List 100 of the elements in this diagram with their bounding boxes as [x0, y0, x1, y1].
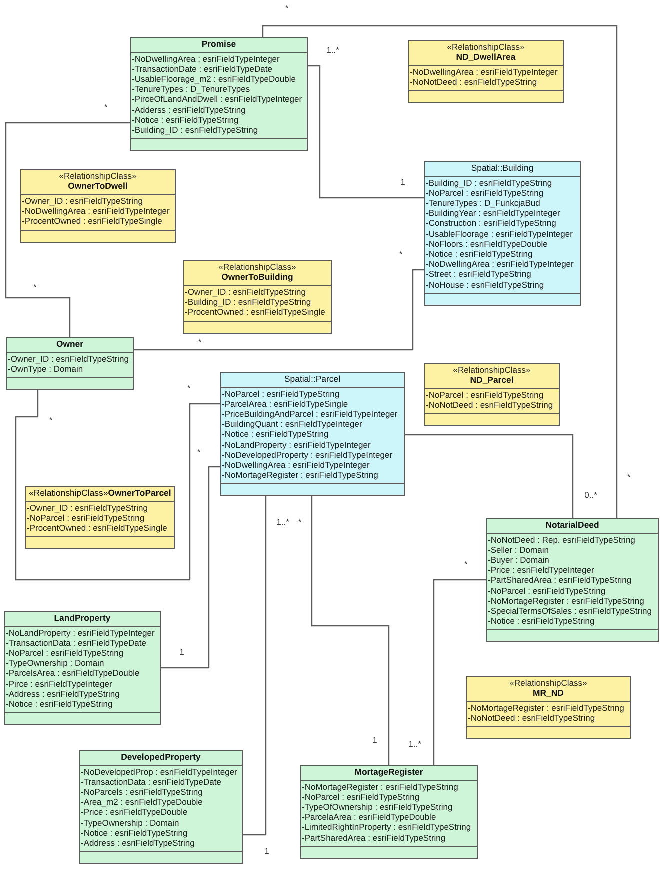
multiplicity-label: * [197, 447, 201, 457]
multiplicity-label: * [627, 472, 631, 482]
attribute-text: -NoFloors : esriFieldTypeDouble [426, 238, 548, 250]
attribute-text: -TypeOfOwnership : esriFieldTypeString [302, 802, 454, 812]
uml-class [25, 486, 176, 550]
attribute-text: -NoParcel : esriFieldTypeString [6, 648, 125, 658]
attribute-text: -TransactionData : esriFieldTypeDate [6, 638, 146, 648]
class-name: Promise [200, 39, 238, 50]
attribute-text: -Building_ID : esriFieldTypeString [185, 297, 312, 308]
class-name: MR_ND [532, 688, 565, 699]
stereotype-label: «RelationshipClass» [508, 678, 588, 688]
attribute-text: -SpecialTermsOfSales : esriFieldTypeString [488, 606, 653, 616]
uml-class [220, 372, 405, 496]
attribute-text: -NoDwellingArea : esriFieldTypeInteger [410, 67, 559, 78]
multiplicity-label: * [104, 102, 108, 112]
class-name: ND_DwellArea [455, 52, 517, 63]
multiplicity-label: 1 [264, 846, 270, 856]
attribute-text: -UsableFloorage_m2 : esriFieldTypeDouble [132, 74, 297, 84]
class-name: OwnerToDwell [67, 181, 129, 192]
attribute-text: -ProcentOwned : esriFieldTypeSingle [22, 216, 164, 227]
attribute-text: -Owner_ID : esriFieldTypeString [27, 502, 149, 513]
attribute-text: -Price : esriFieldTypeInteger [488, 565, 596, 576]
attribute-text: -TenureTypes : D_TenureTypes [132, 84, 252, 94]
attribute-text: -ProcentOwned : esriFieldTypeSingle [27, 523, 168, 534]
attribute-text: -Adderss : esriFieldTypeString [132, 104, 247, 115]
multiplicity-label: * [399, 249, 403, 259]
attribute-text: -TypeOwnership : Domain [81, 818, 180, 828]
uml-class [79, 750, 243, 864]
attribute-text: -TypeOwnership : Domain [6, 658, 106, 668]
attribute-text: -ParcelsArea : esriFieldTypeDouble [6, 668, 141, 679]
multiplicity-label: * [33, 282, 37, 292]
stereotype-label: «RelationshipClass» [446, 42, 526, 52]
attribute-text: -NoHouse : esriFieldTypeString [426, 280, 546, 290]
attribute-text: -Notice : esriFieldTypeString [488, 616, 596, 626]
class-name: Owner [55, 339, 85, 350]
attribute-text: -NoParcel : esriFieldTypeString [488, 586, 607, 596]
attribute-text: -NoMortageRegister : esriFieldTypeString [468, 703, 626, 714]
attribute-text: -TransactionData : esriFieldTypeDate [81, 776, 222, 787]
attribute-text: -UsableFloorage : esriFieldTypeInteger [426, 228, 574, 239]
attribute-text: -NoParcel : esriFieldTypeString [302, 792, 420, 802]
class-name: LandProperty [53, 613, 112, 624]
attribute-text: -NoLandProperty : esriFieldTypeInteger [6, 628, 156, 638]
multiplicity-label: * [464, 559, 468, 569]
attribute-text: -Address : esriFieldTypeString [6, 688, 121, 700]
multiplicity-label: 1..* [408, 739, 422, 749]
association-line [15, 390, 220, 581]
multiplicity-label: 1 [400, 177, 406, 187]
attribute-text: -BuildingQuant : esriFieldTypeInteger [222, 419, 364, 430]
multiplicity-label: 1..* [276, 517, 290, 527]
class-name: NotarialDeed [544, 520, 600, 531]
class-name: Spatial::Building [470, 163, 535, 174]
attribute-text: -Area_m2 : esriFieldTypeDouble [81, 797, 204, 808]
multiplicity-label: * [198, 337, 202, 347]
attribute-text: -Building_ID : esriFieldTypeString [426, 178, 554, 188]
association-line [405, 434, 574, 518]
attribute-text: -NoLandProperty : esriFieldTypeInteger [222, 440, 372, 450]
multiplicity-label: * [49, 415, 53, 425]
attribute-text: -NoParcels : esriFieldTypeString [81, 787, 204, 798]
attribute-text: -Notice : esriFieldTypeString [426, 249, 534, 260]
attribute-text: -NoDwellingArea : esriFieldTypeInteger [222, 460, 371, 470]
uml-class [424, 363, 560, 426]
class-name: DevelopedProperty [120, 752, 202, 763]
association-line [134, 269, 424, 351]
association-line [243, 496, 267, 836]
attribute-text: -Notice : esriFieldTypeString [222, 429, 330, 440]
uml-class [408, 40, 564, 104]
attribute-text: -NoMortageRegister : esriFieldTypeString [488, 596, 646, 606]
attribute-text: -Notice : esriFieldTypeString [6, 699, 114, 710]
attribute-text: -ProcentOwned : esriFieldTypeSingle [185, 307, 326, 318]
class-name: ND_Parcel [469, 375, 515, 386]
uml-class [466, 676, 631, 740]
attribute-text: -TransactionDate : esriFieldTypeDate [132, 64, 272, 74]
class-name: Spatial::Parcel [283, 374, 342, 385]
attribute-text: -NoNotDeed : esriFieldTypeString [426, 400, 554, 410]
attribute-text: -Buyer : Domain [488, 555, 550, 566]
multiplicity-label: * [298, 517, 302, 527]
attribute-text: -Street : esriFieldTypeString [426, 269, 532, 280]
attribute-text: -Owner_ID : esriFieldTypeString [22, 196, 144, 206]
association-line [433, 579, 486, 765]
attribute-text: -Address : esriFieldTypeString [81, 838, 196, 848]
multiplicity-label: * [187, 383, 191, 393]
attribute-text: -PartSharedArea : esriFieldTypeString [488, 575, 633, 586]
attribute-text: -NoDwellingArea : esriFieldTypeInteger [22, 206, 171, 216]
multiplicity-label: 1..* [326, 45, 340, 55]
uml-class [20, 169, 176, 243]
stereotype-label: «RelationshipClass» [58, 171, 138, 182]
multiplicity-label: 1 [180, 647, 184, 657]
attribute-text: -Construction : esriFieldTypeString [426, 218, 558, 229]
uml-class [4, 611, 161, 726]
class-name: «RelationshipClass»OwnerToParcel [29, 488, 172, 499]
multiplicity-label: * [285, 3, 289, 13]
attribute-text: -NoParcel : esriFieldTypeString [222, 388, 341, 399]
attribute-text: -NoDwellingArea : esriFieldTypeInteger [426, 259, 575, 270]
attribute-text: -BuildingYear : esriFieldTypeInteger [426, 208, 562, 218]
class-name: OwnerToBuilding [220, 272, 294, 283]
attribute-text: -Building_ID : esriFieldTypeString [132, 125, 260, 136]
attribute-text: -NoDevelopedProp : esriFieldTypeInteger [81, 766, 238, 777]
association-line [262, 25, 618, 518]
attribute-text: -OwnType : Domain [8, 364, 84, 374]
association-line [5, 122, 130, 337]
